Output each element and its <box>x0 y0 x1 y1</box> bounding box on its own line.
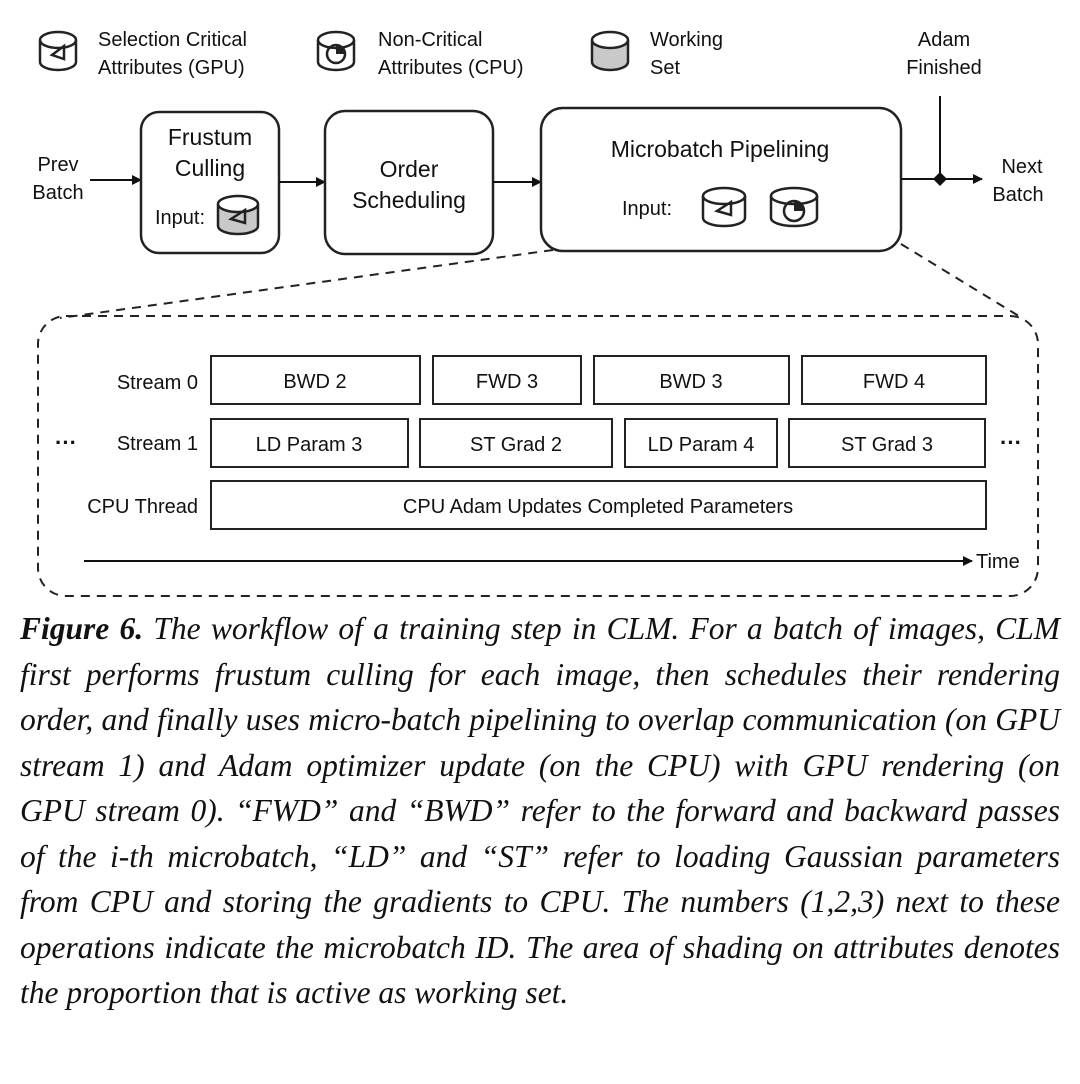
join-diamond-icon <box>933 172 947 186</box>
time-axis-label: Time <box>976 551 1020 573</box>
zoom-guide-left <box>59 249 554 319</box>
zoom-guide-right <box>900 243 1023 319</box>
lane-label-stream-0: Stream 0 <box>117 372 198 394</box>
lane-block: BWD 2 <box>283 371 346 393</box>
legend-non-critical-line1: Non-Critical <box>378 29 482 51</box>
figure-label: Figure 6. <box>20 611 144 646</box>
legend-working-set-line2: Set <box>650 57 680 79</box>
lane-stream-0: BWD 2 FWD 3 BWD 3 FWD 4 <box>210 355 987 405</box>
prev-batch-line2: Batch <box>32 182 83 204</box>
lane-label-stream-1: Stream 1 <box>117 433 198 455</box>
frustum-culling-input-label: Input: <box>155 207 205 229</box>
order-scheduling-box: Order Scheduling <box>323 109 495 256</box>
lane-block: CPU Adam Updates Completed Parameters <box>403 496 793 518</box>
legend-selection-critical-line1: Selection Critical <box>98 29 247 51</box>
gpu-attribute-cylinder-icon <box>216 194 260 236</box>
workflow-diagram: Selection Critical Attributes (GPU) Non-… <box>32 29 1044 597</box>
figure-caption-text: The workflow of a training step in CLM. … <box>20 611 1060 1010</box>
figure-caption: Figure 6. The workflow of a training ste… <box>20 606 1060 1016</box>
order-scheduling-line2: Scheduling <box>352 187 466 213</box>
legend-working-set-line1: Working <box>650 29 723 51</box>
lane-block: ST Grad 3 <box>841 434 933 456</box>
microbatch-pipelining-input-label: Input: <box>622 198 672 220</box>
cpu-attribute-cylinder-icon <box>769 186 819 228</box>
ellipsis-right: ··· <box>1000 430 1022 455</box>
lane-block: FWD 4 <box>863 371 925 393</box>
pipeline-flow: Prev Batch Frustum Culling Input: Order … <box>32 29 1044 319</box>
lane-block: LD Param 4 <box>648 434 755 456</box>
legend-selection-critical-line2: Attributes (GPU) <box>98 57 245 79</box>
next-batch-line2: Batch <box>992 184 1043 206</box>
order-scheduling-line1: Order <box>380 156 439 182</box>
lane-block: LD Param 3 <box>256 434 363 456</box>
working-set-cylinder-icon <box>590 30 630 72</box>
cpu-attribute-cylinder-icon <box>316 30 356 72</box>
frustum-culling-line2: Culling <box>175 155 245 181</box>
lane-label-cpu-thread: CPU Thread <box>87 496 198 518</box>
lane-block: BWD 3 <box>659 371 722 393</box>
legend-non-critical-line2: Attributes (CPU) <box>378 57 524 79</box>
legend: Selection Critical Attributes (GPU) Non-… <box>38 29 723 79</box>
adam-finished-line2: Finished <box>906 57 982 79</box>
timeline-panel: Stream 0 Stream 1 CPU Thread BWD 2 FWD 3… <box>37 315 1039 597</box>
microbatch-pipelining-title: Microbatch Pipelining <box>611 136 830 162</box>
lane-stream-1: LD Param 3 ST Grad 2 LD Param 4 ST Grad … <box>210 418 986 468</box>
adam-finished-line1: Adam <box>918 29 970 51</box>
ellipsis-left: ··· <box>55 430 77 455</box>
lane-block: ST Grad 2 <box>470 434 562 456</box>
timeline-dashed-frame <box>37 315 1039 597</box>
prev-batch-line1: Prev <box>37 154 78 176</box>
lane-block: FWD 3 <box>476 371 538 393</box>
next-batch-line1: Next <box>1001 156 1043 178</box>
gpu-attribute-cylinder-icon <box>701 186 747 228</box>
lane-cpu-thread: CPU Adam Updates Completed Parameters <box>210 480 987 530</box>
microbatch-pipelining-box: Microbatch Pipelining Input: <box>539 106 903 253</box>
frustum-culling-box: Frustum Culling Input: <box>139 110 281 255</box>
frustum-culling-line1: Frustum <box>168 124 252 150</box>
gpu-attribute-cylinder-icon <box>38 30 78 72</box>
